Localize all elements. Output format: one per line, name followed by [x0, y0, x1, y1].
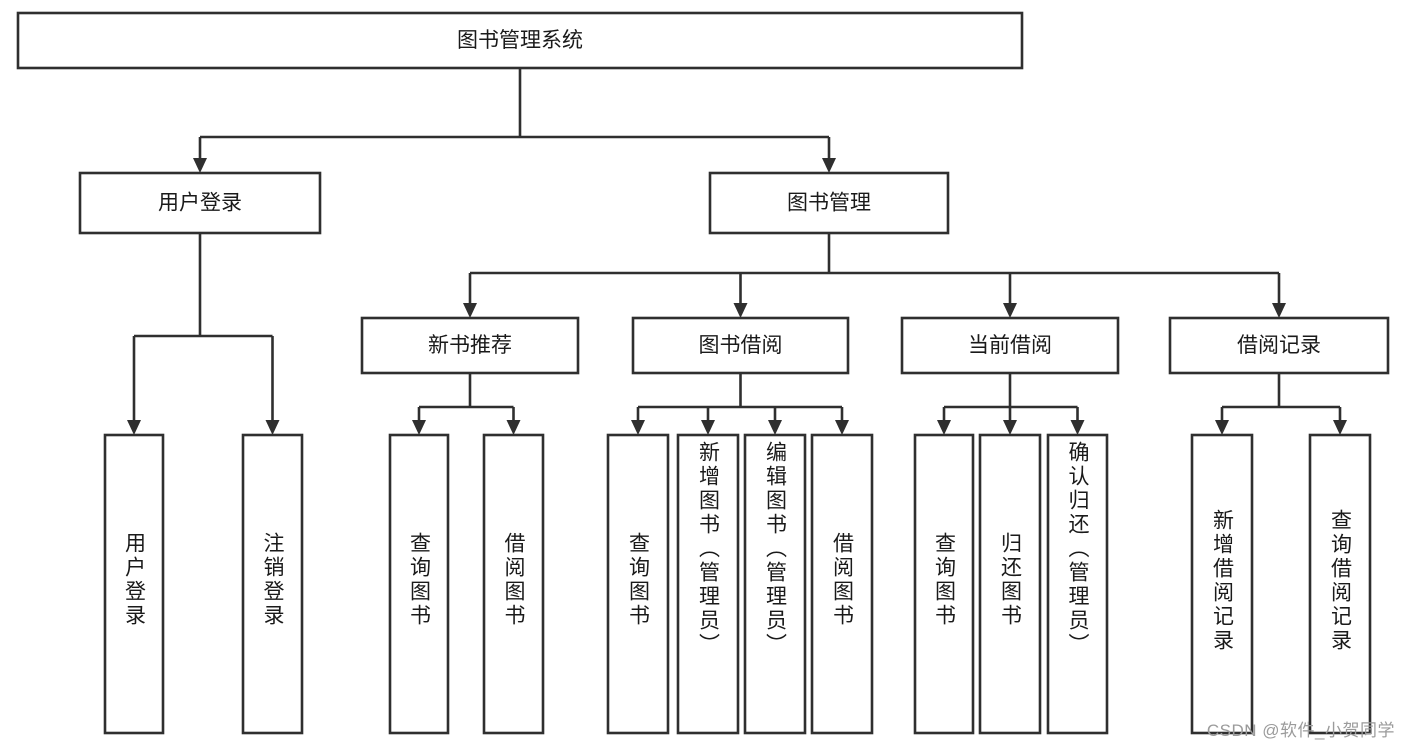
level3-node-1-label: 图书借阅	[699, 334, 783, 357]
level3-node-3-box[interactable]	[1168, 316, 1390, 375]
login-to-leaf-1-arrowhead	[265, 420, 280, 435]
level3-node-3-label: 借阅记录	[1237, 334, 1321, 357]
l3-3-to-leaf-0-arrowhead	[1215, 420, 1229, 435]
mgmt-to-level3-2-arrowhead	[1003, 303, 1017, 318]
l3-2-to-leaf-0-arrowhead	[937, 420, 951, 435]
leaf-node-8-box[interactable]	[913, 433, 975, 735]
level3-node-0-label: 新书推荐	[428, 334, 512, 357]
root-to-level2-1-arrowhead	[822, 158, 836, 173]
level2-node-1-box[interactable]	[708, 171, 950, 235]
mgmt-to-level3-1-arrowhead	[733, 303, 748, 318]
leaf-node-3-box[interactable]	[482, 433, 545, 735]
level2-node-1-label: 图书管理	[787, 192, 871, 215]
l3-3-to-leaf-1-arrowhead	[1333, 420, 1347, 435]
leaf-node-6-box[interactable]	[743, 433, 807, 735]
l3-1-to-leaf-1-arrowhead	[701, 420, 715, 435]
l3-1-to-leaf-2-arrowhead	[768, 420, 782, 435]
l3-2-to-leaf-2-arrowhead	[1070, 420, 1085, 435]
leaf-node-0-box[interactable]	[103, 433, 165, 735]
leaf-node-12-box[interactable]	[1308, 433, 1372, 735]
leaf-node-2-box[interactable]	[388, 433, 450, 735]
root-to-level2-0-arrowhead	[193, 158, 207, 173]
level2-node-0-box[interactable]	[78, 171, 322, 235]
login-to-leaf-0-arrowhead	[127, 420, 141, 435]
watermark-text: CSDN @软件_小贺同学	[1206, 721, 1395, 740]
root-node-box[interactable]	[16, 11, 1024, 70]
connector-layer	[127, 68, 1347, 435]
leaf-node-1-box[interactable]	[241, 433, 304, 735]
level2-node-0-label: 用户登录	[158, 192, 242, 215]
leaf-node-4-box[interactable]	[606, 433, 670, 735]
root-node-label: 图书管理系统	[457, 29, 583, 52]
node-box-layer	[16, 11, 1390, 735]
l3-0-to-leaf-1-arrowhead	[506, 420, 521, 435]
l3-1-to-leaf-3-arrowhead	[835, 420, 849, 435]
l3-2-to-leaf-1-arrowhead	[1003, 420, 1017, 435]
leaf-node-10-box[interactable]	[1046, 433, 1109, 735]
leaf-node-9-box[interactable]	[978, 433, 1042, 735]
leaf-node-11-box[interactable]	[1190, 433, 1254, 735]
mgmt-to-level3-0-arrowhead	[463, 303, 477, 318]
leaf-node-7-box[interactable]	[810, 433, 874, 735]
level3-node-2-box[interactable]	[900, 316, 1120, 375]
level3-node-0-box[interactable]	[360, 316, 580, 375]
level3-node-1-box[interactable]	[631, 316, 850, 375]
l3-0-to-leaf-0-arrowhead	[412, 420, 426, 435]
level3-node-2-label: 当前借阅	[968, 334, 1052, 357]
mgmt-to-level3-3-arrowhead	[1272, 303, 1286, 318]
leaf-node-5-box[interactable]	[676, 433, 740, 735]
l3-1-to-leaf-0-arrowhead	[631, 420, 645, 435]
